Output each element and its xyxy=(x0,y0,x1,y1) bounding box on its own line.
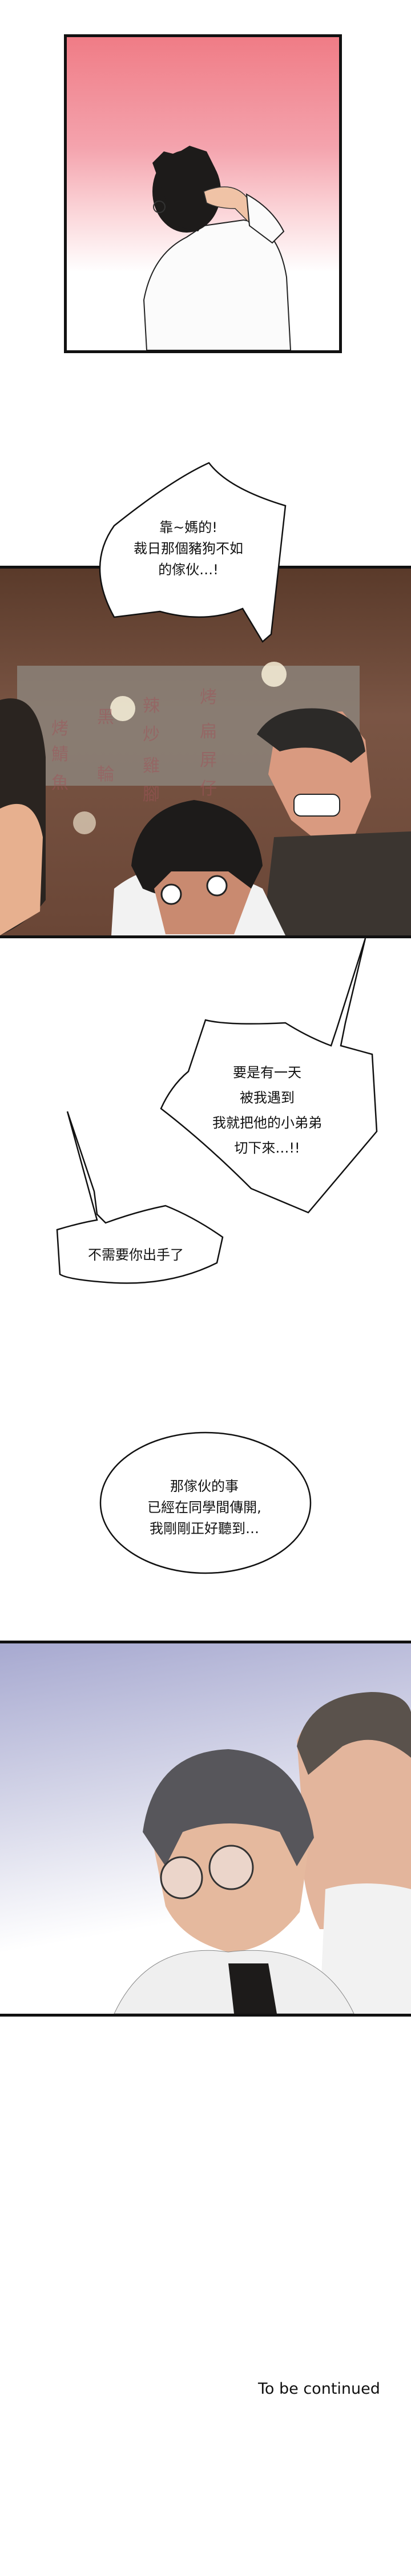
svg-text:輪: 輪 xyxy=(97,765,114,785)
speech-bubble-4: 那傢伙的事 已經在同學間傳開, 我剛剛正好聽到… xyxy=(147,1476,261,1539)
svg-text:烤: 烤 xyxy=(51,719,68,739)
speech-bubble-2-shape xyxy=(160,938,378,1214)
svg-text:鯖: 鯖 xyxy=(51,745,68,765)
bubble-line: 靠~媽的! xyxy=(159,519,217,535)
bubble-line: 裁日那個豬狗不如 xyxy=(134,541,243,557)
bubble-line: 不需要你出手了 xyxy=(88,1247,184,1263)
svg-text:腳: 腳 xyxy=(143,785,160,805)
two-students-illustration xyxy=(114,1692,411,2014)
bubble-line: 那傢伙的事 xyxy=(170,1478,239,1494)
svg-text:雞: 雞 xyxy=(143,756,160,776)
svg-text:烤: 烤 xyxy=(200,687,217,707)
panel-2: 烤鯖魚 黑輪 辣炒雞腳 烤扁屏仔 xyxy=(0,566,411,938)
svg-text:炒: 炒 xyxy=(143,725,160,745)
speech-bubble-1: 靠~媽的! 裁日那個豬狗不如 的傢伙…! xyxy=(134,517,243,581)
speech-bubble-1-shape xyxy=(99,462,287,643)
bubble-line: 我剛剛正好聽到… xyxy=(149,1521,259,1537)
student-back-illustration xyxy=(143,146,292,350)
bubble-line: 我就把他的小弟弟 xyxy=(212,1115,322,1131)
bubble-line: 要是有一天 xyxy=(233,1065,301,1081)
svg-text:仔: 仔 xyxy=(200,779,217,799)
svg-text:辣: 辣 xyxy=(143,696,160,716)
panel-1 xyxy=(64,34,342,353)
speech-bubble-3: 不需要你出手了 xyxy=(88,1245,184,1266)
bubble-line: 的傢伙…! xyxy=(158,562,219,578)
to-be-continued-label: To be continued xyxy=(258,2380,380,2398)
bubble-line: 已經在同學間傳開, xyxy=(147,1499,261,1515)
svg-text:扁: 扁 xyxy=(200,722,217,742)
speech-bubble-3-shape xyxy=(56,1111,224,1284)
bubble-line: 切下來…!! xyxy=(234,1140,300,1156)
svg-text:黑: 黑 xyxy=(97,707,114,727)
panel-3 xyxy=(0,1641,411,2017)
bubble-line: 被我遇到 xyxy=(240,1090,295,1106)
svg-text:魚: 魚 xyxy=(51,773,68,793)
speech-bubble-4-shape xyxy=(99,1431,312,1574)
svg-text:屏: 屏 xyxy=(200,750,217,770)
speech-bubble-2: 要是有一天 被我遇到 我就把他的小弟弟 切下來…!! xyxy=(212,1060,322,1161)
